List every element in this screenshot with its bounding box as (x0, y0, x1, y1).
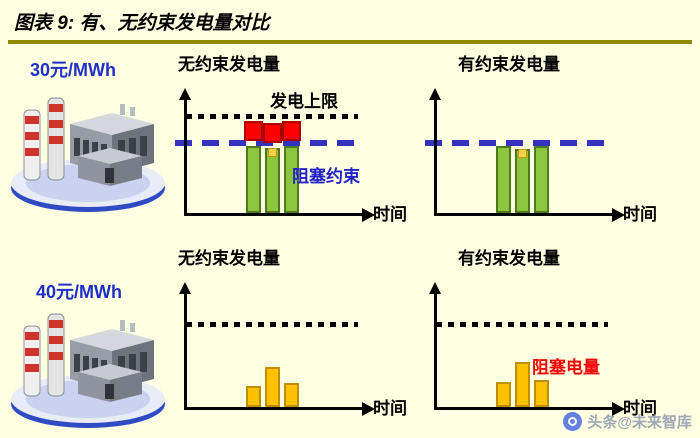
generation-cap-label: 发电上限 (270, 92, 338, 111)
bar-segment (246, 385, 261, 407)
generation-cap-line (436, 322, 608, 328)
curtailed-segment (244, 120, 263, 141)
y-axis-arrow-icon (429, 88, 441, 100)
y-axis-arrow-icon (179, 282, 191, 294)
watermark-text: 头条@未来智库 (587, 414, 692, 431)
yellow-marker (518, 149, 527, 159)
y-axis-arrow-icon (429, 282, 441, 294)
x-axis-label: 时间 (373, 205, 407, 224)
bar-segment (534, 379, 549, 407)
congestion-volume-label: 阻塞电量 (532, 358, 600, 377)
bar (515, 362, 530, 407)
bar (282, 120, 301, 213)
y-axis (184, 292, 187, 410)
chart-title: 无约束发电量 (178, 249, 280, 268)
bar (284, 383, 299, 407)
y-axis-arrow-icon (179, 88, 191, 100)
bar-segment (284, 145, 299, 213)
bar-segment (534, 145, 549, 213)
x-axis-label: 时间 (623, 399, 657, 418)
figure-title: 图表 9: 有、无约束发电量对比 (14, 13, 270, 34)
bar (496, 382, 511, 407)
plot-area: 时间 发电上限 阻塞约束 (172, 80, 412, 242)
chart-title: 有约束发电量 (458, 55, 560, 74)
x-axis (184, 213, 364, 216)
bar (515, 149, 530, 213)
x-axis-label: 时间 (373, 399, 407, 418)
plot-area: 时间 阻塞电量 (422, 274, 662, 436)
generation-cap-line (186, 322, 358, 328)
chart-title: 有约束发电量 (458, 249, 560, 268)
power-plant-icon (8, 298, 168, 430)
bars (246, 281, 299, 407)
x-axis-arrow-icon (362, 401, 375, 416)
y-axis (434, 292, 437, 410)
bar-segment (515, 149, 530, 213)
bar-segment (265, 366, 280, 407)
congestion-constraint-line (175, 140, 363, 147)
bar (534, 145, 549, 213)
bar (263, 121, 282, 213)
x-axis-arrow-icon (612, 401, 625, 416)
bars (244, 87, 301, 213)
plant-price-label-30: 30元/MWh (30, 60, 117, 80)
curtailed-segment (263, 123, 282, 144)
bar (265, 366, 280, 407)
chart-constrained-40: 有约束发电量 时间 阻塞电量 (422, 244, 662, 436)
x-axis (434, 213, 614, 216)
bar-segment (246, 145, 261, 213)
x-axis-arrow-icon (362, 207, 375, 222)
bar-segment (496, 145, 511, 213)
bar-segment (284, 383, 299, 407)
bar (246, 385, 261, 407)
plant-price-label-40: 40元/MWh (36, 282, 123, 302)
chart-constrained-30: 有约束发电量 时间 (422, 50, 662, 242)
x-axis (184, 407, 364, 410)
bar-segment (496, 382, 511, 407)
power-plant-icon (8, 82, 168, 214)
bar (496, 145, 511, 213)
bar-segment (515, 362, 530, 407)
chart-unconstrained-40: 无约束发电量 时间 (172, 244, 412, 436)
toutiao-logo-icon (563, 412, 583, 431)
x-axis-arrow-icon (612, 207, 625, 222)
plot-area: 时间 (422, 80, 662, 242)
congestion-constraint-label: 阻塞约束 (292, 167, 360, 186)
chart-title: 无约束发电量 (178, 55, 280, 74)
y-axis (184, 98, 187, 216)
x-axis (434, 407, 614, 410)
plot-area: 时间 (172, 274, 412, 436)
curtailed-segment (282, 120, 301, 141)
x-axis-label: 时间 (623, 205, 657, 224)
bars (496, 87, 549, 213)
congestion-constraint-line (425, 140, 613, 147)
bar-segment (265, 148, 280, 213)
chart-unconstrained-30: 无约束发电量 时间 发电上限 阻塞约束 (172, 50, 412, 242)
bars (496, 281, 549, 407)
watermark: 头条@未来智库 (563, 411, 692, 432)
bar (534, 379, 549, 407)
bar (244, 120, 263, 213)
title-underline (8, 40, 692, 44)
y-axis (434, 98, 437, 216)
generation-cap-line (186, 114, 358, 120)
yellow-marker (268, 148, 277, 158)
